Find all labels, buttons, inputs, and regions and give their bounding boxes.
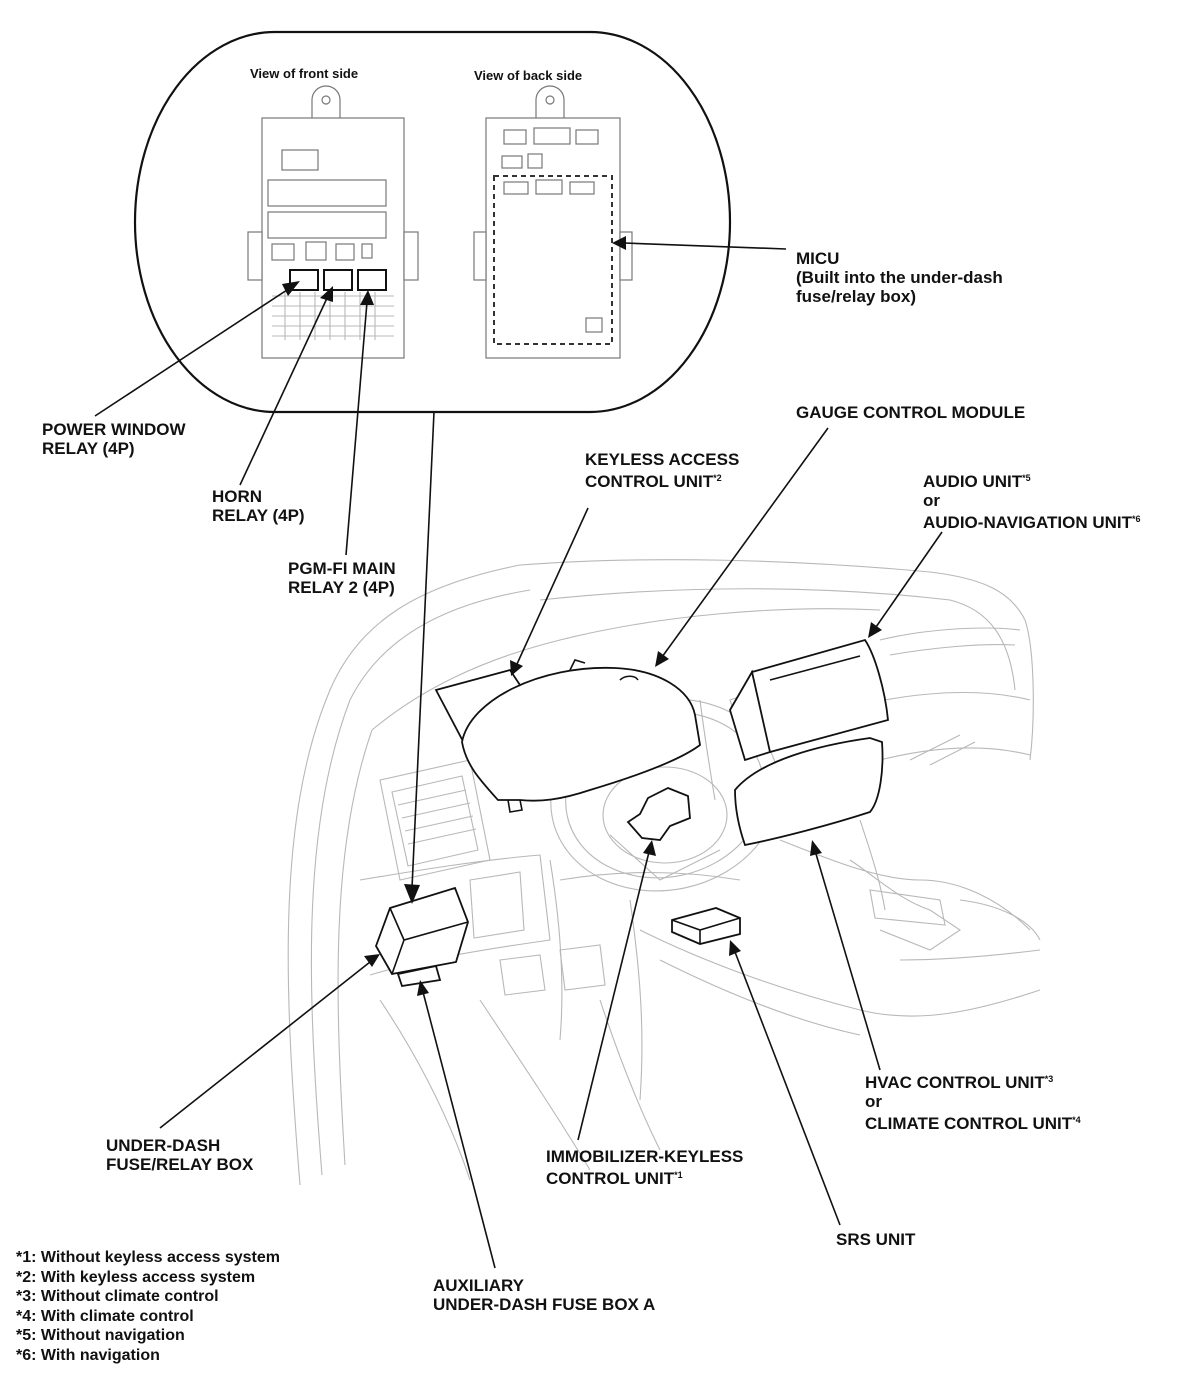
micu-label: MICU (Built into the under-dash fuse/rel… [796,249,1003,306]
footnote: *6: With navigation [16,1346,160,1364]
horn-relay-line1: HORN [212,487,263,506]
keyless-access-label: KEYLESS ACCESS CONTROL UNIT*2 [585,450,739,491]
hvac-line2: or [865,1092,882,1111]
immobilizer-note: *1 [674,1170,683,1180]
micu-label-line1: MICU [796,249,840,268]
hvac-label: HVAC CONTROL UNIT*3 or CLIMATE CONTROL U… [865,1070,1081,1133]
srs-unit-shape [671,907,741,945]
back-side-caption: View of back side [474,68,583,83]
audio-unit-line3: AUDIO-NAVIGATION UNIT [923,513,1133,532]
hvac-note3: *4 [1072,1115,1081,1125]
horn-relay-line2: RELAY (4P) [212,506,305,525]
immobilizer-line1: IMMOBILIZER-KEYLESS [546,1147,744,1166]
components [375,638,889,988]
pgm-fi-relay-label: PGM-FI MAIN RELAY 2 (4P) [288,559,396,597]
gauge-cluster-shape [461,666,701,802]
under-dash-box-label: UNDER-DASH FUSE/RELAY BOX [106,1136,253,1174]
footnotes: *1: Without keyless access system *2: Wi… [16,1248,280,1365]
pgm-fi-relay-line1: PGM-FI MAIN [288,559,396,578]
keyless-access-line1: KEYLESS ACCESS [585,450,740,469]
leader-lines [94,236,943,1269]
keyless-access-line2: CONTROL UNIT [585,472,714,491]
under-dash-box-shape [375,886,469,976]
immobilizer-line2: CONTROL UNIT [546,1169,675,1188]
aux-fuse-box-label: AUXILIARY UNDER-DASH FUSE BOX A [433,1276,655,1314]
micu-label-line2: (Built into the under-dash [796,268,1003,287]
audio-unit-line2: or [923,491,940,510]
inset-view [133,30,732,414]
audio-unit-shape [751,638,889,754]
audio-unit-note3: *6 [1132,514,1141,524]
dashboard-illustration [287,559,1041,1186]
power-window-relay-label: POWER WINDOW RELAY (4P) [42,420,186,458]
footnote: *3: Without climate control [16,1288,219,1305]
aux-fuse-box-line2: UNDER-DASH FUSE BOX A [433,1295,656,1314]
audio-unit-label: AUDIO UNIT*5 or AUDIO-NAVIGATION UNIT*6 [923,469,1141,532]
back-relay-box [473,85,633,359]
footnote: *4: With climate control [16,1307,194,1325]
power-window-relay-line2: RELAY (4P) [42,439,135,458]
under-dash-box-line1: UNDER-DASH [106,1136,221,1155]
under-dash-box-line2: FUSE/RELAY BOX [106,1155,254,1174]
front-side-caption: View of front side [250,66,359,81]
footnote: *2: With keyless access system [16,1268,256,1286]
power-window-relay-line1: POWER WINDOW [42,420,186,439]
aux-fuse-box-shape [396,964,442,988]
hvac-unit-shape [734,737,884,847]
keyless-access-note: *2 [713,473,722,483]
audio-unit-line1: AUDIO UNIT [923,472,1023,491]
micu-label-line3: fuse/relay box) [796,287,916,306]
hvac-line3: CLIMATE CONTROL UNIT [865,1114,1073,1133]
gauge-control-module-label: GAUGE CONTROL MODULE [796,403,1026,422]
immobilizer-label: IMMOBILIZER-KEYLESS CONTROL UNIT*1 [546,1147,743,1188]
footnote: *1: Without keyless access system [16,1249,280,1266]
hvac-note1: *3 [1044,1074,1054,1084]
pgm-fi-relay-line2: RELAY 2 (4P) [288,578,395,597]
horn-relay-label: HORN RELAY (4P) [212,487,305,525]
immobilizer-shape [626,787,691,841]
srs-unit-label: SRS UNIT [836,1230,916,1249]
audio-unit-note1: *5 [1022,473,1031,483]
front-relay-box [247,85,419,359]
aux-fuse-box-line1: AUXILIARY [433,1276,524,1295]
hvac-line1: HVAC CONTROL UNIT [865,1073,1045,1092]
footnote: *5: Without navigation [16,1327,185,1344]
